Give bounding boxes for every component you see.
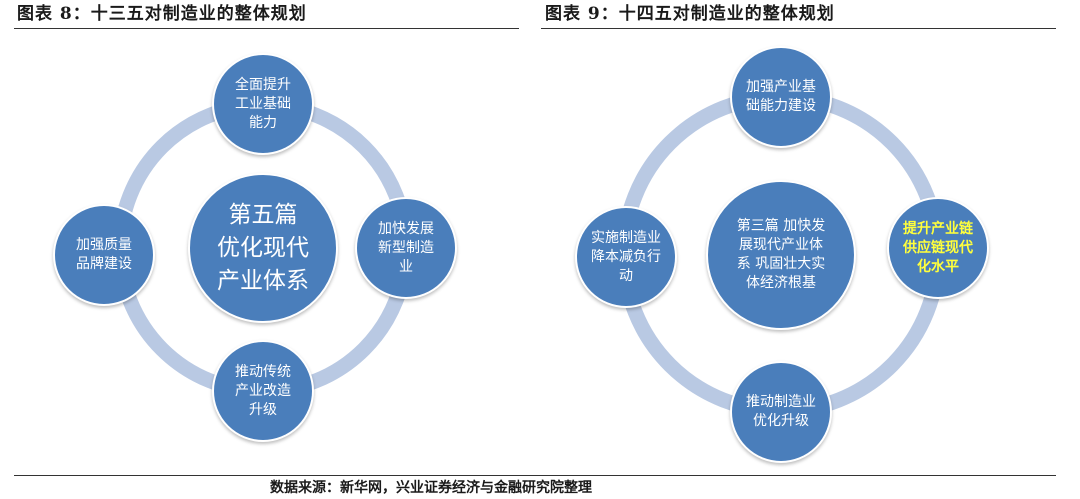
node-bottom-right: 推动制造业 优化升级 <box>730 361 832 463</box>
title-rule-right <box>541 28 1056 29</box>
node-top-left-label: 全面提升 工业基础 能力 <box>235 76 291 131</box>
node-top-right: 加强产业基 础能力建设 <box>730 46 832 148</box>
node-bottom-left: 推动传统 产业改造 升级 <box>212 340 314 442</box>
figure-9-title: 图表 9：十四五对制造业的整体规划 <box>545 4 835 24</box>
center-node-left-label: 第五篇 优化现代 产业体系 <box>217 201 309 294</box>
title-rule-left <box>14 28 519 29</box>
center-node-left: 第五篇 优化现代 产业体系 <box>188 173 338 323</box>
figure-9-cycle-diagram: 加强产业基 础能力建设 提升产业链 供应链现代 化水平 推动制造业 优化升级 实… <box>541 30 1056 474</box>
node-right-right-label: 提升产业链 供应链现代 化水平 <box>903 220 973 275</box>
footer-rule <box>14 475 1056 476</box>
node-right-right: 提升产业链 供应链现代 化水平 <box>887 197 989 299</box>
figure-8-title: 图表 8：十三五对制造业的整体规划 <box>17 4 307 24</box>
node-right-left: 加快发展 新型制造 业 <box>355 197 457 299</box>
node-left-right: 实施制造业 降本减负行 动 <box>575 206 677 308</box>
node-left-right-label: 实施制造业 降本减负行 动 <box>591 229 661 284</box>
node-top-right-label: 加强产业基 础能力建设 <box>746 79 816 114</box>
node-right-left-label: 加快发展 新型制造 业 <box>378 220 434 275</box>
node-top-left: 全面提升 工业基础 能力 <box>212 53 314 155</box>
node-bottom-left-label: 推动传统 产业改造 升级 <box>235 363 291 418</box>
center-node-right-label: 第三篇 加快发 展现代产业体 系 巩固壮大实 体经济根基 <box>736 218 826 291</box>
figure-8-cycle-diagram: 全面提升 工业基础 能力 加快发展 新型制造 业 推动传统 产业改造 升级 加强… <box>14 30 519 474</box>
center-node-right: 第三篇 加快发 展现代产业体 系 巩固壮大实 体经济根基 <box>706 180 856 330</box>
node-left-left: 加强质量 品牌建设 <box>53 204 155 306</box>
data-source-note: 数据来源：新华网，兴业证券经济与金融研究院整理 <box>270 480 592 496</box>
node-bottom-right-label: 推动制造业 优化升级 <box>746 394 816 429</box>
node-left-left-label: 加强质量 品牌建设 <box>76 237 132 272</box>
